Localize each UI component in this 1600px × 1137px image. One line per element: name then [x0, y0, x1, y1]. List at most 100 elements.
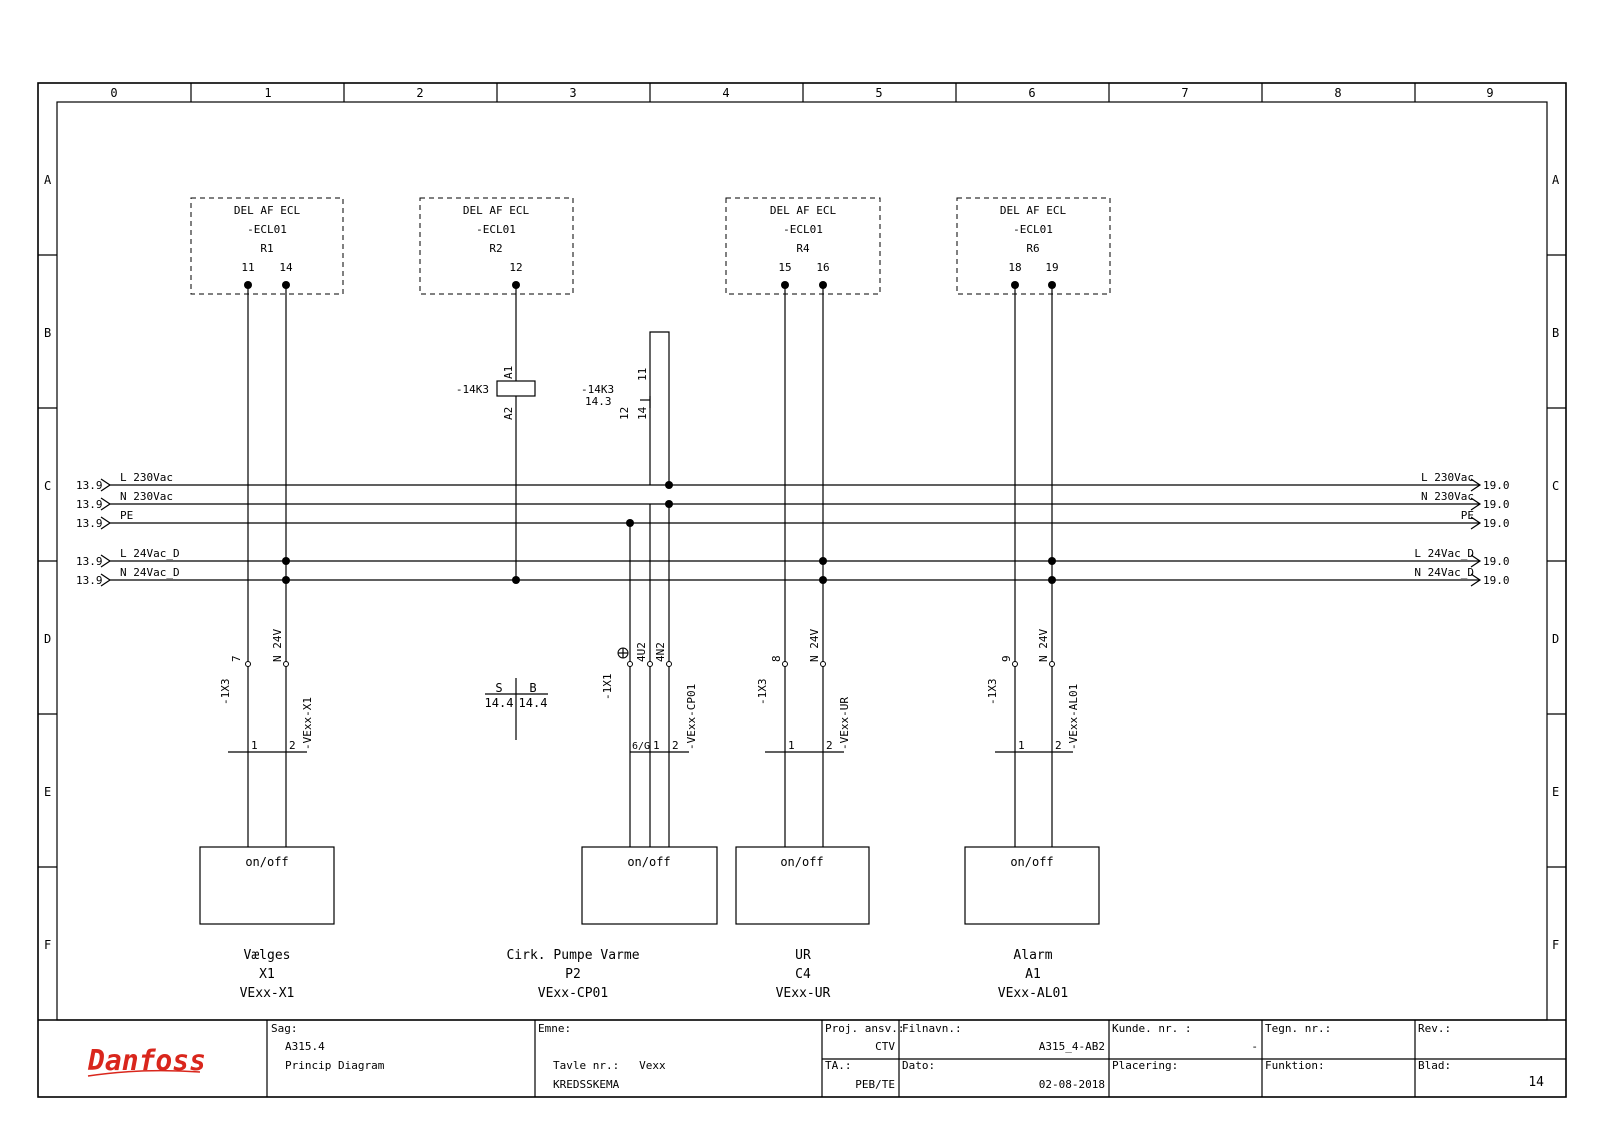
- ecl-terminal: 12: [509, 261, 522, 274]
- contact-pin: 11: [636, 368, 649, 381]
- bus-to-ref: 19.0: [1483, 517, 1510, 530]
- load-label: on/off: [1010, 855, 1053, 869]
- title-block: Danfoss Sag: A315.4 Princip Diagram Emne…: [38, 1019, 1566, 1097]
- ecl-terminal: 18: [1008, 261, 1021, 274]
- ecl-box-r4: DEL AF ECL -ECL01 R4 15 16: [725, 197, 881, 295]
- row-label-b-right: B: [1552, 326, 1559, 340]
- ecl-terminal: 15: [778, 261, 791, 274]
- cable-core: 2: [672, 739, 679, 752]
- xref-label: S: [495, 681, 502, 695]
- coil-tag: -14K3: [456, 383, 489, 396]
- bus-label-right: N 230Vac: [1421, 490, 1474, 503]
- load-code: VExx-AL01: [998, 986, 1068, 1001]
- load-code: VExx-X1: [240, 986, 295, 1001]
- row-label-d-right: D: [1552, 632, 1559, 646]
- relay-contact: -14K3 14.3 11 12 14: [581, 331, 673, 489]
- col-label-9: 9: [1486, 86, 1493, 100]
- contact-pin: 12: [618, 407, 631, 420]
- ecl-device: -ECL01: [247, 223, 287, 236]
- bus-to-ref: 19.0: [1483, 498, 1510, 511]
- sag-label: Sag:: [271, 1022, 298, 1035]
- contact-ref: 14.3: [585, 395, 612, 408]
- blad-value: 14: [1528, 1075, 1544, 1090]
- circuit-ur: 8 N 24V -1X3 -VExx-UR 1 2: [756, 281, 851, 847]
- bus-label-right: PE: [1461, 509, 1474, 522]
- row-label-a: A: [44, 173, 52, 187]
- cable-core: 6/G: [632, 741, 650, 752]
- ta-value: PEB/TE: [855, 1078, 895, 1091]
- terminal-strip-tag: -1X3: [986, 679, 999, 706]
- col-label-1: 1: [264, 86, 271, 100]
- col-label-7: 7: [1181, 86, 1188, 100]
- filnavn-value: A315_4-AB2: [1039, 1040, 1105, 1053]
- col-label-8: 8: [1334, 86, 1341, 100]
- cable-tag: -VExx-CP01: [685, 684, 698, 750]
- load-ur: on/off UR C4 VExx-UR: [735, 846, 870, 1001]
- ecl-terminal: 11: [241, 261, 254, 274]
- xref-value: 14.4: [485, 696, 514, 710]
- terminal-number: 4U2: [635, 642, 648, 662]
- ecl-box-r6: DEL AF ECL -ECL01 R6 18 19: [956, 197, 1111, 295]
- cable-core: 1: [788, 739, 795, 752]
- kredsskema: KREDSSKEMA: [553, 1078, 620, 1091]
- bus-labels: 13.9 13.9 13.9 13.9 13.9 L 230Vac N 230V…: [76, 471, 1510, 587]
- contact-pin: 14: [636, 406, 649, 420]
- row-label-a-right: A: [1552, 173, 1560, 187]
- load-name: Vælges: [244, 948, 291, 963]
- placering-label: Placering:: [1112, 1059, 1178, 1072]
- circuit-coil: -14K3 A1 A2: [456, 281, 536, 584]
- cross-reference: S 14.4 B 14.4: [485, 678, 548, 740]
- circuit-pump: 4U2 4N2 -1X1 -VExx-CP01 6/G 1 2: [601, 500, 698, 847]
- bus-from-ref: 13.9: [76, 517, 103, 530]
- ecl-relay: R4: [796, 242, 810, 255]
- load-name: UR: [795, 948, 811, 963]
- xref-label: B: [529, 681, 536, 695]
- coil-pin: A1: [502, 366, 515, 379]
- ecl-device: -ECL01: [783, 223, 823, 236]
- col-label-0: 0: [110, 86, 117, 100]
- cable-tag: -VExx-UR: [838, 697, 851, 750]
- cable-core: 2: [826, 739, 833, 752]
- relay-coil: [496, 380, 536, 397]
- terminal-number: 4N2: [654, 642, 667, 662]
- load-name: Alarm: [1013, 948, 1052, 963]
- row-label-b: B: [44, 326, 51, 340]
- proj-label: Proj. ansv.:: [825, 1022, 904, 1035]
- ecl-title: DEL AF ECL: [770, 204, 837, 217]
- load-tag: P2: [565, 967, 581, 982]
- outer-frame: [37, 82, 1567, 1098]
- load-valges: on/off Vælges X1 VExx-X1: [199, 846, 335, 1001]
- ecl-device: -ECL01: [476, 223, 516, 236]
- cable-core: 1: [653, 739, 660, 752]
- bus-label-right: N 24Vac_D: [1414, 566, 1474, 579]
- ecl-terminal: 19: [1045, 261, 1058, 274]
- load-name: Cirk. Pumpe Varme: [506, 948, 639, 963]
- load-tag: A1: [1025, 967, 1041, 982]
- bus-to-ref: 19.0: [1483, 555, 1510, 568]
- bus-label-right: L 24Vac_D: [1414, 547, 1474, 560]
- terminal-number: N 24V: [271, 629, 284, 662]
- col-label-4: 4: [722, 86, 729, 100]
- sag-value: A315.4: [285, 1040, 325, 1053]
- tavle-number: Tavle nr.: Vexx: [553, 1059, 666, 1072]
- col-label-2: 2: [416, 86, 423, 100]
- ecl-relay: R1: [260, 242, 273, 255]
- tegn-label: Tegn. nr.:: [1265, 1022, 1331, 1035]
- row-label-c: C: [44, 479, 51, 493]
- row-label-f-right: F: [1552, 938, 1559, 952]
- funktion-label: Funktion:: [1265, 1059, 1325, 1072]
- cable-tag: -VExx-AL01: [1067, 684, 1080, 750]
- terminal-number: 9: [1000, 655, 1013, 662]
- terminal-number: 8: [770, 655, 783, 662]
- cable-core: 1: [251, 739, 258, 752]
- terminal-number: N 24V: [1037, 629, 1050, 662]
- ecl-terminal: 16: [816, 261, 829, 274]
- contact-tag: -14K3: [581, 383, 614, 396]
- load-tag: X1: [259, 967, 275, 982]
- ecl-box-r1: DEL AF ECL -ECL01 R1 11 14: [190, 197, 344, 295]
- bus-label-left: N 24Vac_D: [120, 566, 180, 579]
- emne-label: Emne:: [538, 1022, 571, 1035]
- circuit-alarm: 9 N 24V -1X3 -VExx-AL01 1 2: [986, 281, 1080, 847]
- kunde-label: Kunde. nr. :: [1112, 1022, 1191, 1035]
- row-label-f: F: [44, 938, 51, 952]
